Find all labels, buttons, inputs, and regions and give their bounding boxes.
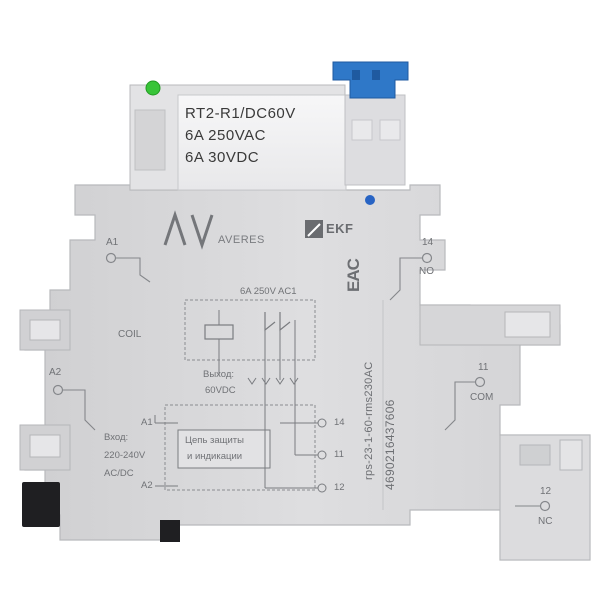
terminal-screw-slot bbox=[559, 439, 583, 471]
terminal-screw-slot bbox=[519, 444, 551, 466]
brand-name: AVERES bbox=[218, 234, 265, 246]
terminal-14-label: 14 bbox=[422, 237, 434, 248]
manufacturer-logo-text: EKF bbox=[326, 221, 354, 236]
schematic-protection-box bbox=[164, 404, 316, 491]
article-number: rps-23-1-60-rms230AC bbox=[363, 361, 375, 480]
relay-model-text: RT2-R1/DC60V bbox=[185, 105, 296, 122]
schematic-11-label: 11 bbox=[334, 449, 344, 460]
schematic-arrows bbox=[247, 377, 299, 385]
input-label: Вход: bbox=[104, 432, 129, 443]
blue-clip-notch bbox=[352, 70, 360, 80]
din-clip-black bbox=[22, 482, 60, 527]
relay-rib bbox=[351, 119, 373, 141]
protection-circuit-line2: и индикации bbox=[187, 451, 243, 462]
relay-rib bbox=[134, 109, 166, 171]
blue-retaining-clip bbox=[332, 61, 409, 99]
eac-mark: EAC bbox=[344, 259, 363, 292]
input-value-type: AC/DC bbox=[104, 468, 134, 479]
schematic-a2-label: A2 bbox=[141, 480, 153, 491]
terminal-12-circle bbox=[539, 500, 551, 512]
terminal-com-label: COM bbox=[470, 392, 494, 403]
din-clip-black bbox=[160, 520, 180, 542]
terminal-11-circle bbox=[474, 376, 486, 388]
schematic-protection-inner bbox=[177, 429, 271, 469]
relay-rib bbox=[379, 119, 401, 141]
terminal-a2-label: A2 bbox=[49, 367, 62, 378]
terminal-12-label: 12 bbox=[540, 486, 552, 497]
averes-logo-mark bbox=[163, 210, 214, 250]
output-label: Выход: bbox=[203, 369, 235, 380]
terminal-no-label: NO bbox=[419, 266, 434, 277]
input-value-voltage: 220-240V bbox=[104, 450, 146, 461]
test-button-dot bbox=[365, 195, 375, 205]
barcode-number: 4690216437606 bbox=[383, 399, 397, 490]
relay-label-panel bbox=[177, 94, 347, 191]
protection-circuit-line1: Цепь защиты bbox=[185, 435, 244, 446]
contact-rating-text: 6A 250V AC1 bbox=[240, 286, 297, 297]
terminal-cutout bbox=[504, 311, 551, 338]
schematic-12-label: 12 bbox=[334, 482, 345, 493]
schematic-relay-box bbox=[184, 299, 316, 361]
terminal-cutout bbox=[29, 434, 61, 458]
terminal-nc-label: NC bbox=[538, 516, 553, 527]
output-value: 60VDC bbox=[205, 385, 236, 396]
status-led-green bbox=[145, 80, 161, 96]
terminal-11-label: 11 bbox=[478, 362, 489, 373]
terminal-14-circle bbox=[421, 252, 433, 264]
terminal-a1-label: A1 bbox=[106, 237, 119, 248]
relay-rating-dc-text: 6A 30VDC bbox=[185, 149, 260, 166]
schematic-14-label: 14 bbox=[334, 417, 345, 428]
terminal-coil-label: COIL bbox=[118, 329, 142, 340]
terminal-cutout bbox=[29, 319, 61, 341]
relay-rating-ac-text: 6A 250VAC bbox=[185, 127, 266, 144]
schematic-a1-label: A1 bbox=[141, 417, 153, 428]
blue-clip-notch bbox=[372, 70, 380, 80]
terminal-a2-circle bbox=[52, 384, 64, 396]
terminal-a1-circle bbox=[105, 252, 117, 264]
